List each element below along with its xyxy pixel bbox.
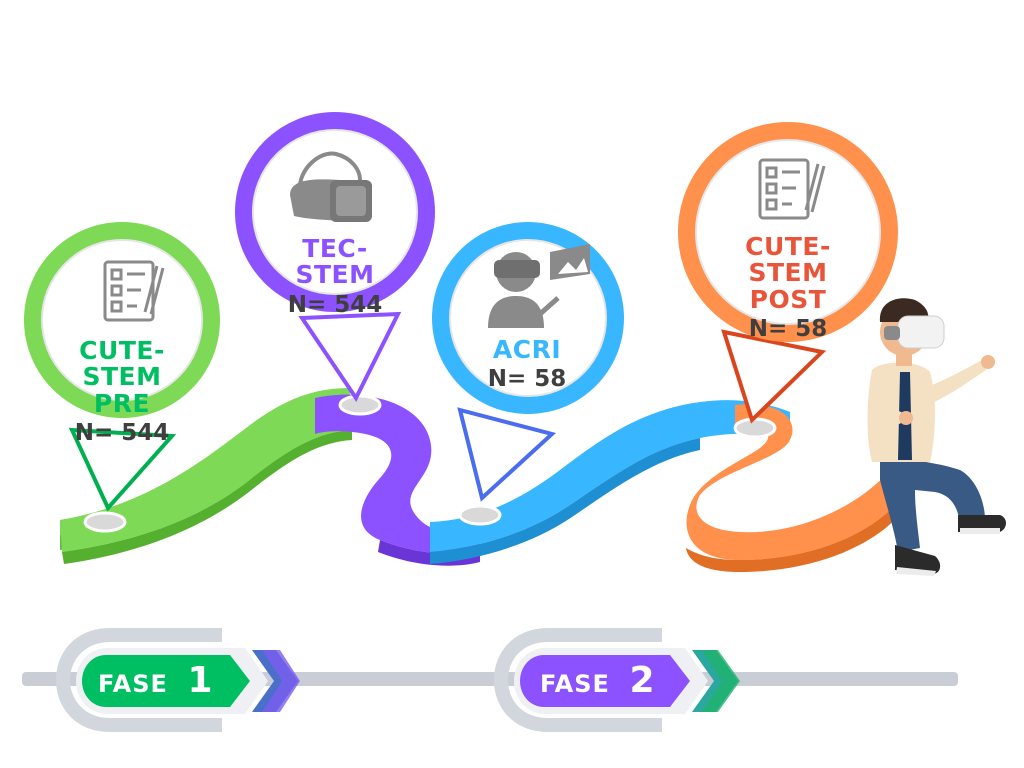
stage-label-cute-stem-post: CUTE-STEM POST N= 58	[713, 232, 863, 342]
phase-2-label: FASE 2	[540, 660, 655, 701]
checklist-icon	[103, 260, 165, 322]
phase-2-badge	[494, 628, 740, 732]
road-stop-3	[458, 504, 502, 526]
stage-title: CUTE-STEM	[745, 232, 831, 288]
road-stop-2	[338, 394, 382, 416]
phase-number: 2	[629, 660, 655, 701]
stage-label-acri: ACRI N= 58	[462, 335, 592, 393]
phase-1-badge	[56, 628, 300, 732]
stage-title: CUTE-STEM	[79, 336, 165, 392]
stage-title: POST	[749, 284, 827, 314]
stage-sample-size: N= 544	[287, 291, 383, 318]
phase-word: FASE	[540, 670, 610, 698]
vr-user-icon	[488, 244, 590, 328]
checklist-icon	[758, 158, 826, 220]
stage-label-cute-stem-pre: CUTE-STEM PRE N= 544	[52, 336, 192, 446]
vr-headset-icon	[290, 151, 372, 222]
pin-cute-stem-post	[678, 122, 898, 424]
road-stop-1	[83, 511, 127, 533]
stage-sample-size: N= 544	[74, 419, 170, 446]
phase-word: FASE	[98, 670, 168, 698]
stage-title: ACRI	[492, 335, 562, 364]
stage-sample-size: N= 58	[487, 366, 567, 393]
stage-title: PRE	[93, 388, 151, 418]
stage-title: TEC-STEM	[295, 234, 375, 290]
stage-sample-size: N= 58	[748, 315, 828, 342]
winding-road	[60, 388, 902, 572]
phase-1-label: FASE 1	[98, 660, 213, 701]
vr-person-illustration	[867, 298, 1006, 576]
road-stop-4	[733, 417, 777, 439]
stage-label-tec-stem: TEC-STEM N= 544	[265, 234, 405, 318]
phase-number: 1	[187, 660, 213, 701]
